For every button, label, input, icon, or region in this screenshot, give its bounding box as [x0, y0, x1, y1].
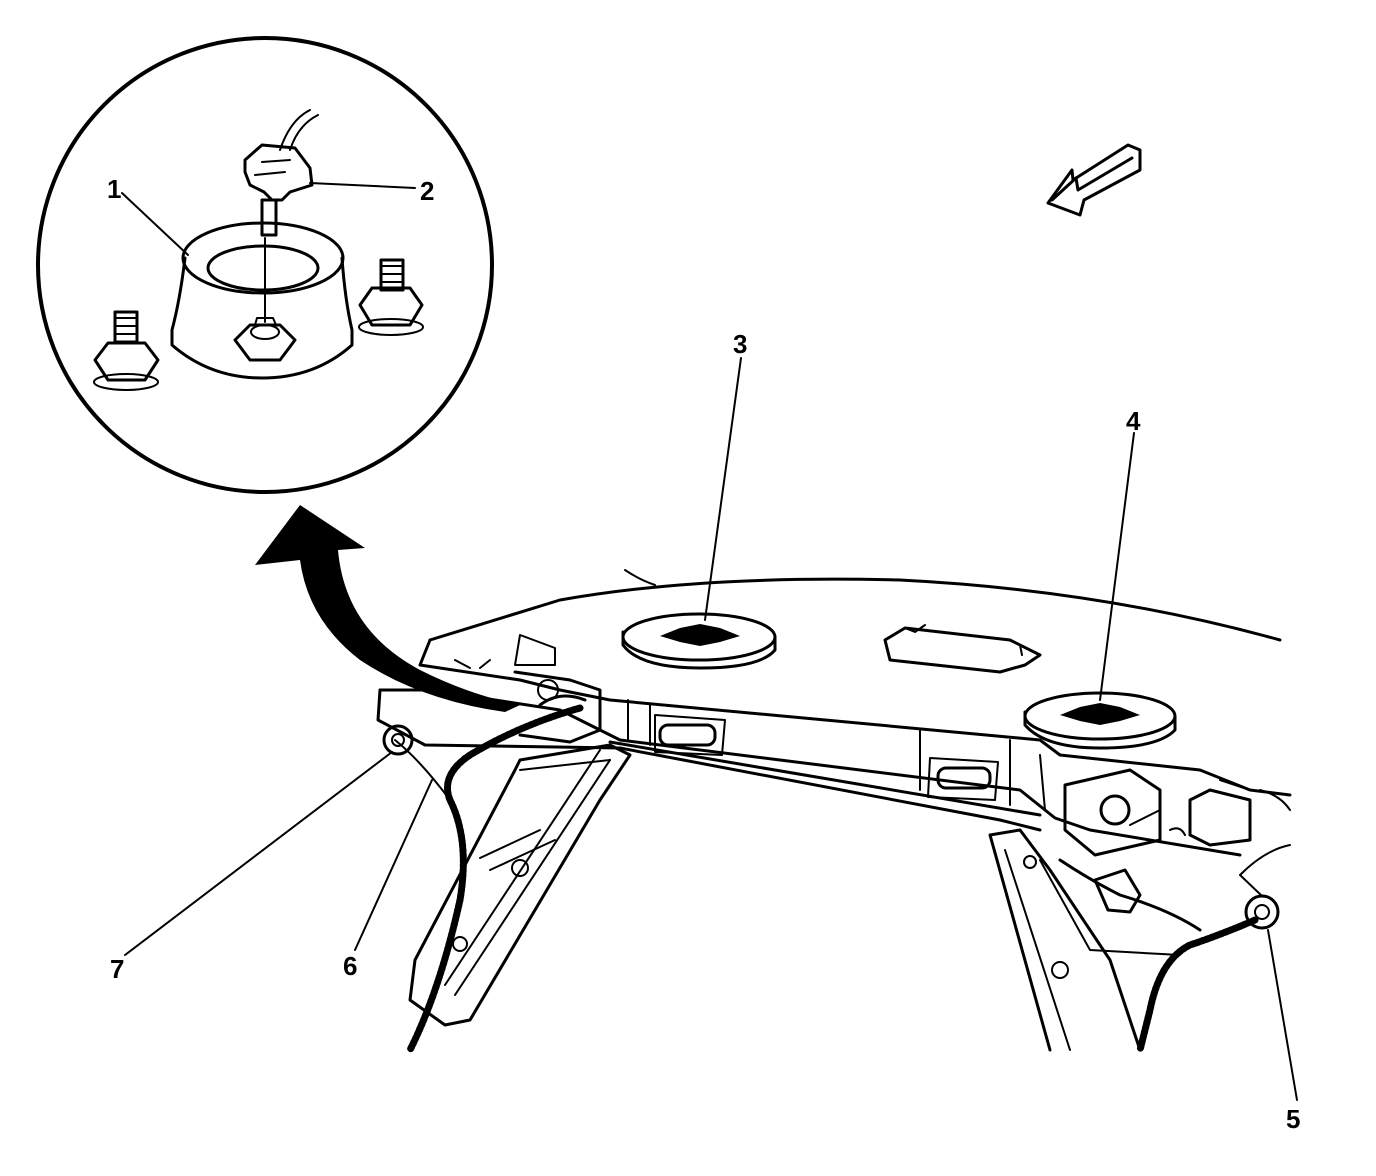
rear-shelf-panel [376, 569, 1292, 1052]
wire-harness-left [382, 694, 587, 1054]
callout-1: 1 [107, 174, 121, 204]
speaker-left [621, 612, 777, 670]
speaker-right [1023, 691, 1177, 750]
callout-4: 4 [1126, 406, 1141, 436]
forward-arrow-icon [1046, 143, 1142, 217]
callout-6: 6 [343, 951, 357, 981]
callout-2: 2 [420, 176, 434, 206]
leader-4 [1099, 432, 1135, 701]
wire-harness-right [1058, 844, 1291, 1054]
leader-lines [121, 182, 1298, 1101]
stud-nut-right [358, 258, 424, 336]
callout-labels: 1 2 3 4 5 6 7 [107, 174, 1300, 1134]
stud-nut-left [93, 310, 160, 391]
leader-2 [309, 182, 416, 189]
callout-7: 7 [110, 954, 124, 984]
leader-7 [124, 751, 393, 956]
isolator-ring [170, 221, 354, 380]
sensor-connector-icon [243, 109, 319, 237]
detail-circle [36, 36, 494, 494]
curved-arrow-icon [255, 505, 520, 712]
leader-3 [704, 357, 742, 621]
leader-5 [1267, 929, 1298, 1101]
leader-1 [121, 192, 189, 256]
callout-3: 3 [733, 329, 747, 359]
callout-5: 5 [1286, 1104, 1300, 1134]
leader-6 [354, 779, 433, 951]
